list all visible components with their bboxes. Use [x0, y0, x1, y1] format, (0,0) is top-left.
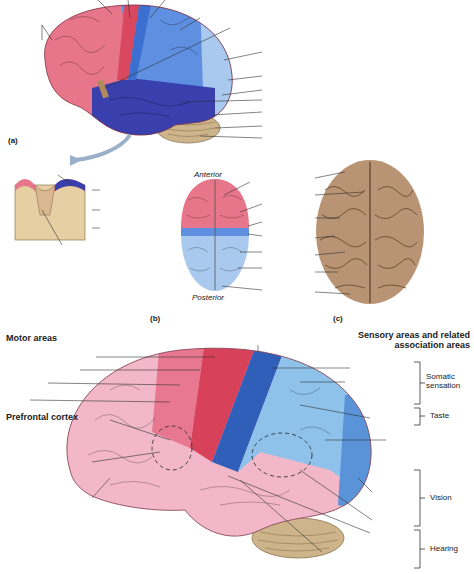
bracket-label: Taste	[430, 411, 449, 420]
bracket-label: Somatic sensation	[426, 372, 470, 390]
direction-label: Anterior	[194, 170, 222, 179]
panel-letter: (c)	[333, 314, 343, 323]
group-heading: Prefrontal cortex	[6, 412, 78, 422]
direction-label: Posterior	[192, 293, 224, 302]
bracket-label: Hearing	[430, 544, 458, 553]
panel-letter: (a)	[8, 136, 18, 145]
group-heading: Sensory areas and related association ar…	[330, 330, 470, 351]
bracket-label: Vision	[430, 493, 452, 502]
panel-letter: (b)	[150, 314, 160, 323]
group-heading: Motor areas	[6, 333, 57, 343]
